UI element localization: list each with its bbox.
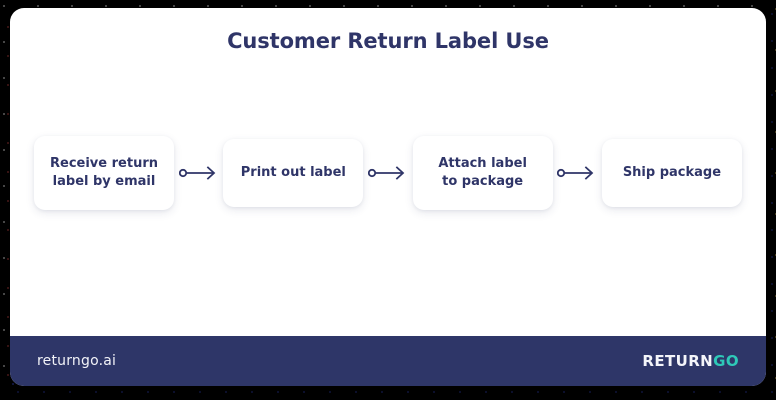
flow-step-1-label: Receive return label by email	[50, 156, 158, 189]
logo-text-go: GO	[713, 352, 739, 370]
circle-arrow-right-icon-2	[367, 164, 409, 182]
flow-step-3-label: Attach label to package	[438, 156, 527, 189]
flow-step-2-label: Print out label	[240, 165, 346, 181]
flow-step-4[interactable]: Ship package	[601, 139, 742, 207]
logo-text-return: RETURN	[642, 352, 714, 370]
footer-website-label: returngo.ai	[37, 353, 117, 369]
page-title: Customer Return Label Use	[227, 29, 549, 53]
flow-step-1[interactable]: Receive return label by email	[34, 136, 174, 210]
flow-diagram: Receive return label by email Print out …	[34, 128, 742, 218]
flow-step-2[interactable]: Print out label	[223, 139, 364, 207]
circle-arrow-right-icon-1	[178, 164, 220, 182]
flow-step-4-label: Ship package	[622, 165, 722, 181]
infographic-card: Customer Return Label Use Receive return…	[10, 8, 766, 386]
circle-arrow-right-icon-3	[556, 164, 598, 182]
footer-bar: returngo.ai RETURNGO	[10, 336, 766, 386]
returngo-logo: RETURNGO	[642, 352, 739, 370]
flow-step-3[interactable]: Attach label to package	[412, 136, 553, 210]
card-body: Customer Return Label Use Receive return…	[10, 8, 766, 336]
